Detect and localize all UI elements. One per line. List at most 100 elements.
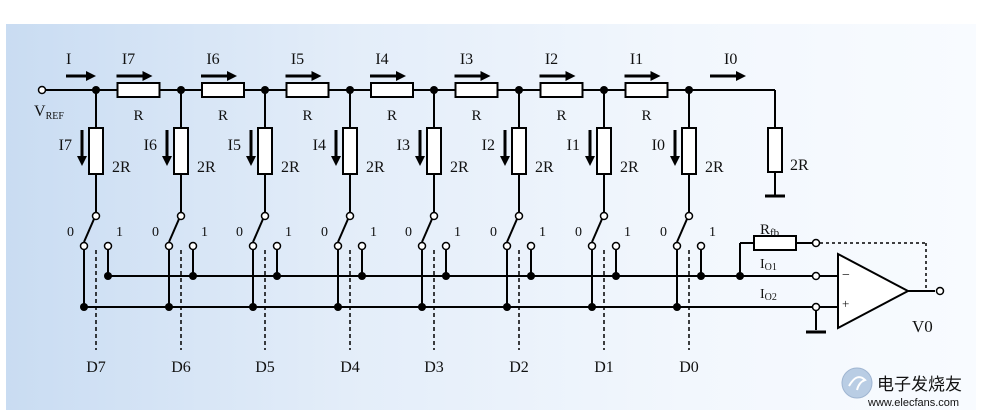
switch-pos0-label: 0 (152, 225, 159, 240)
bit-label: D3 (424, 359, 444, 376)
top-node-dot (177, 86, 185, 94)
io1-label: IO1 (760, 257, 777, 273)
watermark-logo: 电子发烧友 www.elecfans.com (841, 367, 962, 409)
shunt-resistor (173, 127, 189, 175)
switch-pivot (684, 211, 694, 221)
shunt-resistor-label: 2R (281, 159, 300, 176)
series-current-label: I7 (122, 51, 135, 68)
switch-pos0-label: 0 (575, 225, 582, 240)
terminal-current-arrow-head (736, 71, 746, 81)
feedback-resistor-label: Rfb (760, 222, 780, 239)
shunt-current-label: I6 (144, 137, 157, 154)
switch-pos0-label: 0 (405, 225, 412, 240)
switch-contact-0 (164, 241, 174, 251)
switch-contact-1 (357, 241, 367, 251)
top-node-dot (92, 86, 100, 94)
switch-contact-0 (248, 241, 258, 251)
series-current-arrow-head (227, 71, 237, 81)
io2-junction-dot (588, 303, 596, 311)
feedback-terminal (811, 238, 821, 248)
series-current-arrow-head (565, 71, 576, 81)
shunt-current-arrow-head (415, 156, 425, 166)
shunt-current-label: I4 (313, 137, 326, 154)
switch-pos0-label: 0 (67, 225, 74, 240)
switch-contact-0 (587, 241, 597, 251)
bit-label: D4 (340, 359, 360, 376)
io1-junction-dot (612, 272, 620, 280)
series-current-label: I6 (206, 51, 219, 68)
shunt-current-label: I5 (228, 137, 241, 154)
series-current-arrow-head (650, 71, 661, 81)
switch-contact-1 (188, 241, 198, 251)
switch-blade (421, 218, 433, 243)
switch-contact-0 (672, 241, 682, 251)
shunt-resistor (88, 127, 104, 175)
switch-pos1-label: 1 (116, 225, 123, 240)
output-terminal (935, 286, 945, 296)
switch-contact-1 (441, 241, 451, 251)
switch-pos1-label: 1 (285, 225, 292, 240)
top-node-dot (346, 86, 354, 94)
bit-label: D0 (679, 359, 699, 376)
io2-junction-dot (418, 303, 426, 311)
switch-blade (252, 218, 264, 243)
series-resistor-label: R (387, 108, 397, 124)
series-current-label: I2 (545, 51, 558, 68)
shunt-resistor-label: 2R (366, 159, 385, 176)
series-resistor (116, 82, 161, 98)
switch-pivot (599, 211, 609, 221)
shunt-resistor-label: 2R (705, 159, 724, 176)
top-node-dot (600, 86, 608, 94)
shunt-resistor (257, 127, 273, 175)
switch-pos1-label: 1 (454, 225, 461, 240)
opamp-minus-label: − (842, 268, 850, 283)
bit-label: D2 (509, 359, 529, 376)
io1-junction-dot (273, 272, 281, 280)
io1-junction-dot (442, 272, 450, 280)
switch-pos0-label: 0 (321, 225, 328, 240)
series-current-arrow-head (396, 71, 406, 81)
shunt-resistor (342, 127, 358, 175)
switch-pivot (91, 211, 101, 221)
top-node-dot (515, 86, 523, 94)
top-node-dot (261, 86, 269, 94)
io1-terminal (811, 271, 821, 281)
io2-junction-dot (503, 303, 511, 311)
shunt-resistor-label: 2R (620, 159, 639, 176)
io2-junction-dot (80, 303, 88, 311)
shunt-current-arrow-head (77, 156, 87, 166)
wires (46, 89, 935, 350)
top-node-dot (685, 86, 693, 94)
output-voltage-label: V0 (912, 317, 933, 336)
shunt-resistor-label: 2R (450, 159, 469, 176)
switch-contact-0 (417, 241, 427, 251)
io1-junction-dot (358, 272, 366, 280)
shunt-resistor (596, 127, 612, 175)
vref-terminal (37, 85, 47, 95)
shunt-current-arrow-head (670, 156, 680, 166)
switch-pivot (345, 211, 355, 221)
switch-pivot (429, 211, 439, 221)
switch-pos0-label: 0 (490, 225, 497, 240)
bit-label: D1 (594, 359, 614, 376)
shunt-current-label: I1 (567, 137, 580, 154)
switch-contact-1 (272, 241, 282, 251)
series-resistor-label: R (471, 108, 481, 124)
series-current-label: I4 (375, 51, 388, 68)
switch-blade (676, 218, 688, 243)
io1-junction-dot (527, 272, 535, 280)
shunt-resistor (511, 127, 527, 175)
shunt-current-label: I3 (397, 137, 410, 154)
series-resistor-label: R (218, 108, 228, 124)
switch-contact-0 (79, 241, 89, 251)
series-current-arrow-head (311, 71, 322, 81)
input-current-label: I (66, 51, 71, 68)
bit-label: D7 (86, 359, 106, 376)
switch-pos1-label: 1 (370, 225, 377, 240)
shunt-current-label: I2 (482, 137, 495, 154)
switch-pivot (514, 211, 524, 221)
top-node-dot (430, 86, 438, 94)
shunt-current-label: I0 (652, 137, 665, 154)
